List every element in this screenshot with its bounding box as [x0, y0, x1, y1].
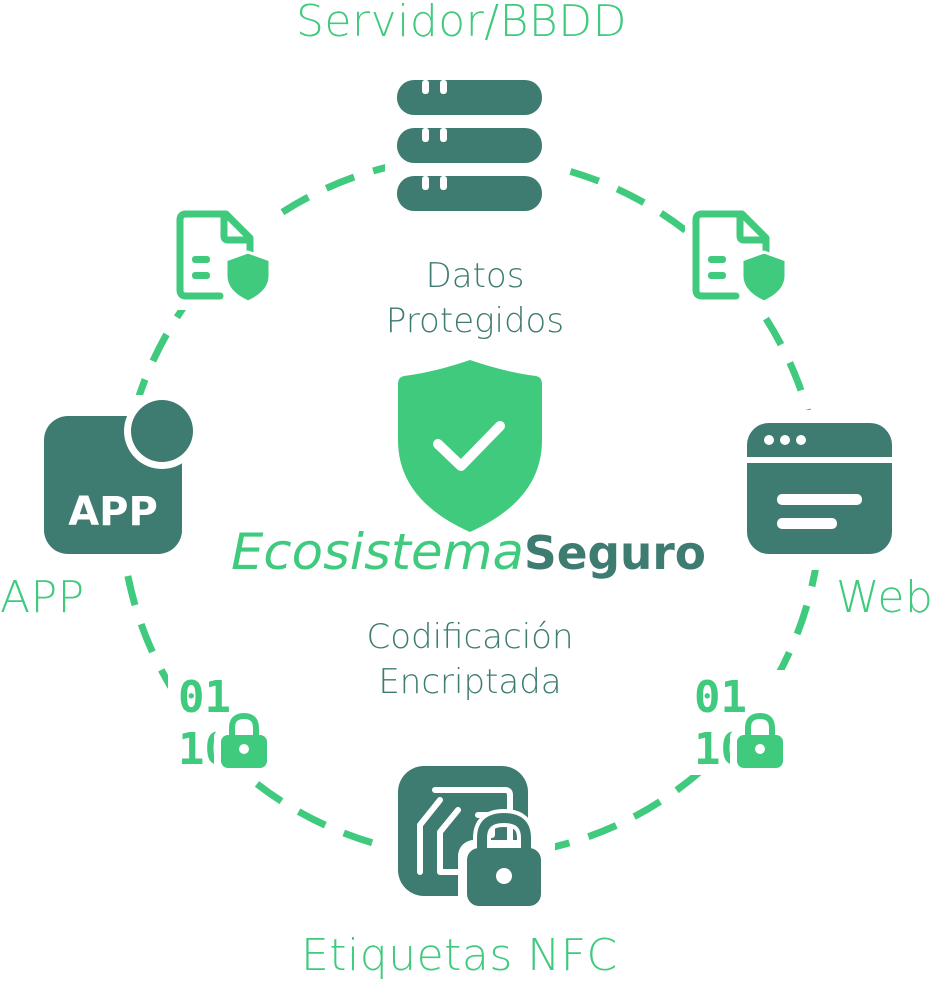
brand-bold-text: Seguro — [524, 526, 706, 580]
node-label-web: Web — [836, 572, 934, 623]
codificacion-encriptada-text: Codificación Encriptada — [320, 615, 620, 705]
document-shield-icon-left — [176, 210, 272, 304]
brand-light-text: Ecosistema — [231, 523, 524, 581]
binary-lock-icon-left: 01 10 — [178, 672, 270, 775]
encriptada-line: Encriptada — [378, 662, 562, 702]
codificacion-line: Codificación — [366, 617, 574, 657]
node-label-app: APP — [0, 572, 85, 623]
server-icon — [397, 80, 542, 211]
app-icon: APP — [44, 393, 200, 554]
datos-protegidos-text: Datos Protegidos — [340, 254, 610, 344]
protegidos-line: Protegidos — [385, 301, 565, 341]
nfc-chip-lock-icon — [398, 766, 550, 912]
app-icon-text: APP — [68, 489, 158, 535]
node-label-servidor: Servidor/BBDD — [296, 0, 627, 47]
browser-window-icon — [747, 423, 892, 554]
document-shield-icon-right — [692, 210, 788, 304]
shield-check-icon — [398, 360, 542, 532]
node-label-nfc: Etiquetas NFC — [301, 930, 618, 981]
binary-lock-icon-right: 01 10 — [694, 672, 786, 775]
datos-line: Datos — [425, 256, 525, 296]
binary-text-01: 01 — [178, 672, 231, 723]
binary-text-01: 01 — [694, 672, 747, 723]
